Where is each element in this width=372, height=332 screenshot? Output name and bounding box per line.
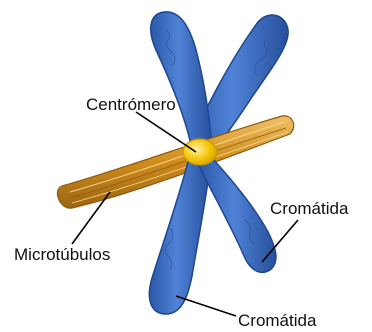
microtubule-bundle [57, 116, 293, 208]
chromatid-arm-upper-left [151, 12, 212, 150]
centromere [183, 139, 217, 165]
chromatid-arm-lower-left [149, 162, 210, 314]
chromatid-arm-lower-right [198, 158, 276, 272]
label-chromatid-upper: Cromátida [270, 199, 349, 218]
pointer-line-chromatid-lower [176, 296, 236, 316]
label-centromere: Centrómero [86, 95, 176, 114]
label-chromatid-lower: Cromátida [238, 311, 317, 330]
label-microtubules: Microtúbulos [14, 245, 110, 264]
